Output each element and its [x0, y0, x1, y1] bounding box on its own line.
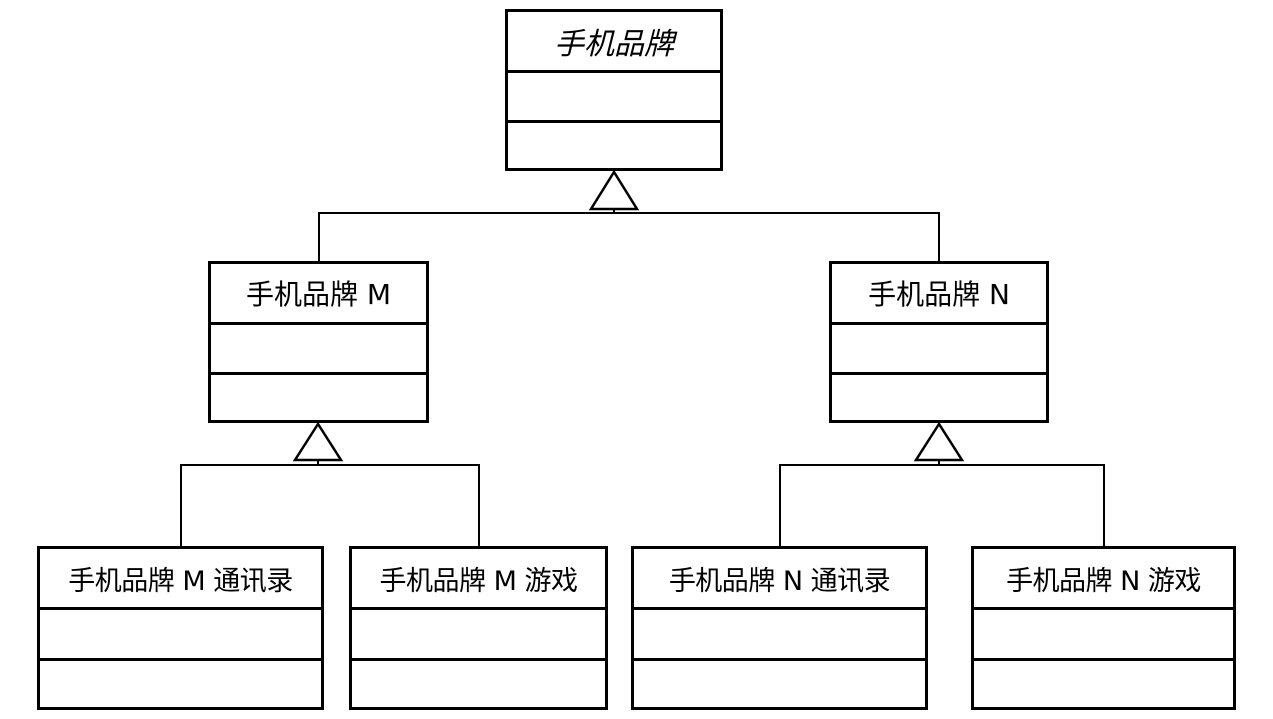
inheritance-line-m-game-to-m — [318, 464, 480, 546]
class-attributes-compartment — [974, 610, 1233, 661]
inheritance-line-m-to-root — [318, 210, 615, 261]
class-box-brand-n[interactable]: 手机品牌 N — [829, 261, 1049, 423]
class-name: 手机品牌 N — [832, 264, 1046, 325]
generalization-arrowhead-m — [292, 421, 344, 462]
class-attributes-compartment — [40, 610, 321, 661]
class-attributes-compartment — [508, 73, 720, 123]
class-box-mobile-brand[interactable]: 手机品牌 — [505, 9, 723, 171]
class-attributes-compartment — [211, 325, 426, 375]
class-box-brand-m-game[interactable]: 手机品牌 M 游戏 — [349, 546, 608, 710]
class-name: 手机品牌 N 游戏 — [974, 549, 1233, 610]
class-name: 手机品牌 M 通讯录 — [40, 549, 321, 610]
class-box-brand-m[interactable]: 手机品牌 M — [208, 261, 429, 423]
inheritance-line-n-game-to-n — [939, 464, 1105, 546]
class-box-brand-n-contacts[interactable]: 手机品牌 N 通讯录 — [631, 546, 928, 710]
class-operations-compartment — [832, 375, 1046, 420]
generalization-arrowhead-n — [913, 421, 965, 462]
generalization-arrowhead-root — [588, 169, 640, 211]
inheritance-line-n-contacts-to-n — [779, 460, 940, 546]
inheritance-line-m-contacts-to-m — [180, 460, 319, 546]
class-operations-compartment — [508, 123, 720, 168]
inheritance-line-n-to-root — [614, 212, 940, 261]
class-operations-compartment — [40, 661, 321, 707]
class-operations-compartment — [352, 661, 605, 707]
class-name: 手机品牌 M 游戏 — [352, 549, 605, 610]
class-name: 手机品牌 N 通讯录 — [634, 549, 925, 610]
class-box-brand-m-contacts[interactable]: 手机品牌 M 通讯录 — [37, 546, 324, 710]
class-box-brand-n-game[interactable]: 手机品牌 N 游戏 — [971, 546, 1236, 710]
class-attributes-compartment — [352, 610, 605, 661]
class-name: 手机品牌 M — [211, 264, 426, 325]
class-name: 手机品牌 — [508, 12, 720, 73]
class-operations-compartment — [211, 375, 426, 420]
class-attributes-compartment — [634, 610, 925, 661]
class-operations-compartment — [634, 661, 925, 707]
class-operations-compartment — [974, 661, 1233, 707]
class-attributes-compartment — [832, 325, 1046, 375]
